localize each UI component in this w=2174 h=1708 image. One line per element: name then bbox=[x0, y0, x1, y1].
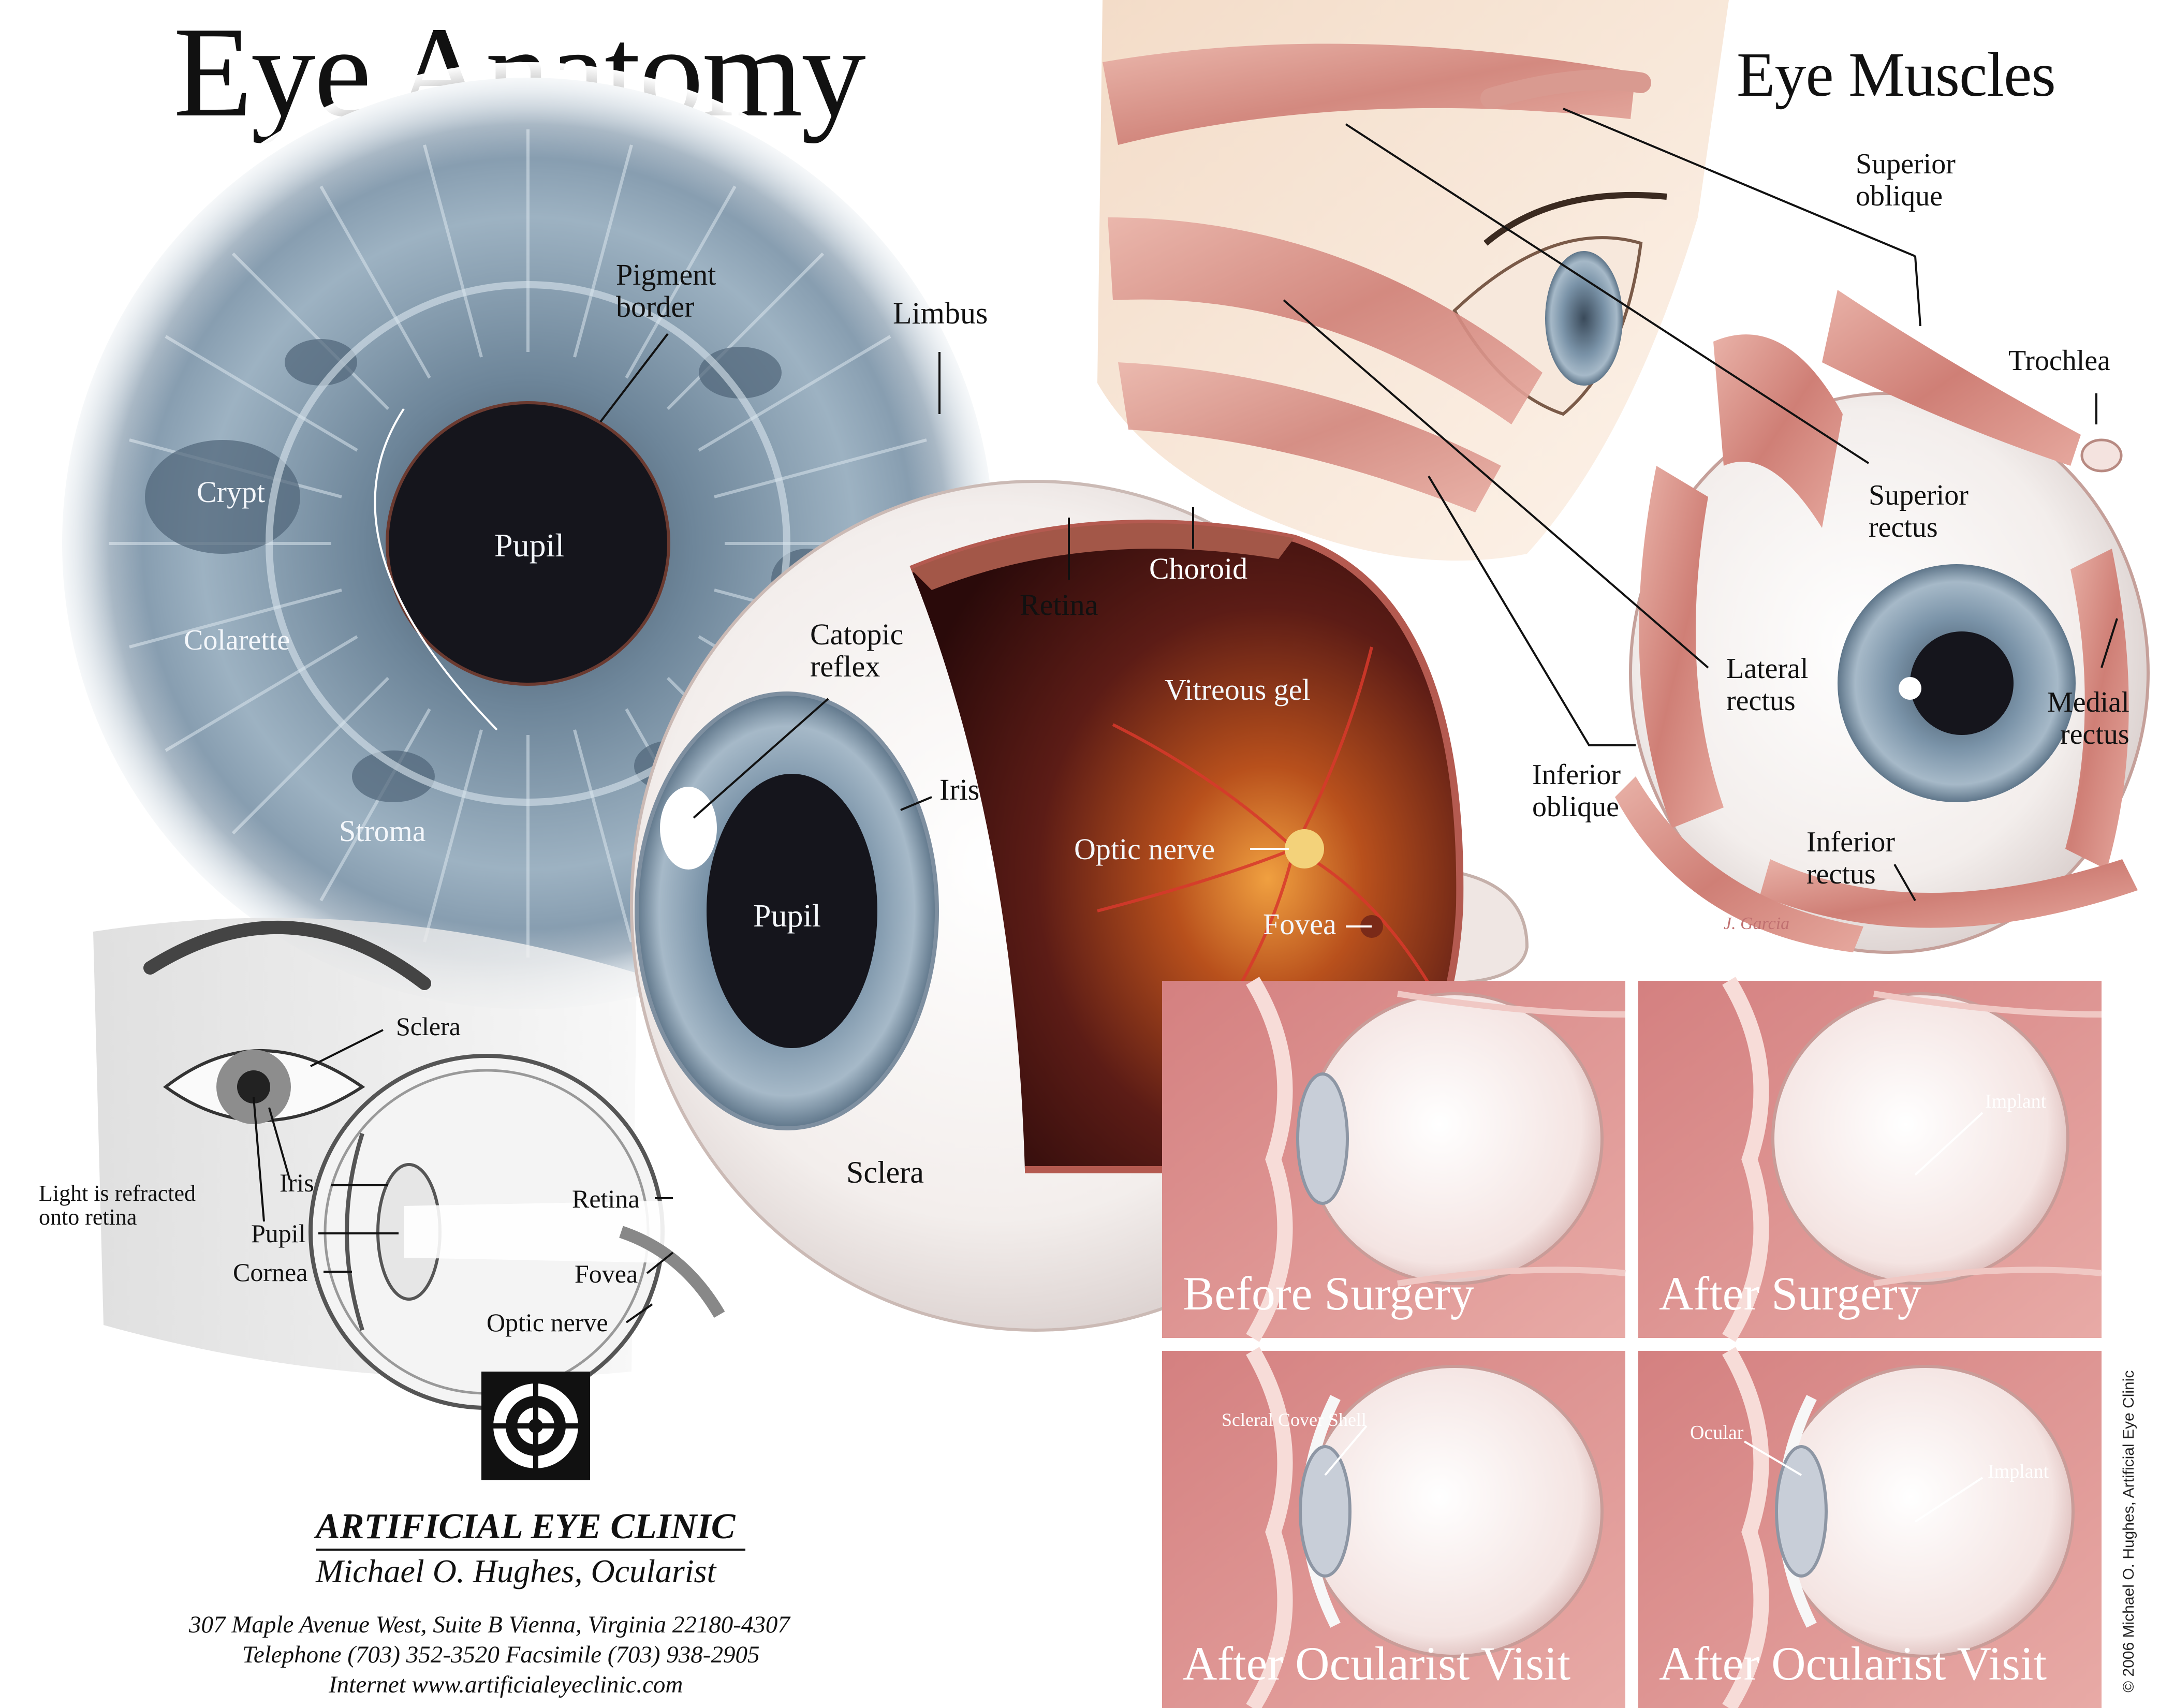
sketch-eyebrow bbox=[143, 921, 431, 990]
superior-oblique-leader-a bbox=[1563, 108, 1916, 257]
catopic-reflex-leader bbox=[693, 698, 829, 819]
sketch-sclera-leader bbox=[310, 1029, 384, 1067]
iris-pupil-label: Pupil bbox=[494, 527, 564, 564]
sketch-iris-leader-a bbox=[268, 1107, 291, 1181]
superior-oblique-tendon bbox=[1480, 69, 1651, 109]
eye-muscles-illustration: Superior oblique Trochlea Superior rectu… bbox=[1097, 0, 2150, 954]
frontal-reflex bbox=[1899, 677, 1921, 700]
panel-3-shell-label: Scleral Cover Shell bbox=[1222, 1409, 1367, 1430]
retina-flap bbox=[911, 523, 1294, 590]
cutaway-retina-label: Retina bbox=[1020, 588, 1098, 622]
panel-1-caption: Before Surgery bbox=[1183, 1267, 1474, 1320]
sketch-retina-label: Retina bbox=[572, 1184, 640, 1213]
crypt-label: Crypt bbox=[197, 475, 265, 509]
panel-2-caption: After Surgery bbox=[1659, 1267, 1921, 1320]
copyright-notice: © 2006 Michael O. Hughes, Artificial Eye… bbox=[2120, 1370, 2137, 1692]
sketch-pupil-leader-a bbox=[253, 1097, 265, 1222]
panel-4-implant-label: Implant bbox=[1988, 1461, 2049, 1482]
superior-oblique-leader-b bbox=[1914, 256, 1921, 327]
frontal-pupil bbox=[1910, 631, 2014, 735]
profile-iris bbox=[1545, 251, 1623, 386]
sketch-sclera-label: Sclera bbox=[396, 1012, 461, 1041]
colarette-leader bbox=[374, 408, 498, 731]
muscle-band-middle bbox=[1108, 217, 1543, 424]
inferior-oblique-label: Inferior oblique bbox=[1532, 759, 1628, 823]
pigment-border-leader bbox=[599, 333, 669, 423]
catopic-reflex-label: Catopic reflex bbox=[810, 617, 911, 683]
sketch-fovea-leader bbox=[646, 1251, 674, 1274]
sketch-cornea bbox=[345, 1132, 364, 1331]
inferior-oblique-leader bbox=[1428, 475, 1636, 746]
superior-oblique-label: Superior oblique bbox=[1856, 148, 1963, 212]
panel-4-caption: After Ocularist Visit bbox=[1659, 1637, 2047, 1690]
cutaway-sclera-label: Sclera bbox=[846, 1155, 924, 1189]
cutaway-pupil bbox=[707, 774, 877, 1048]
superior-oblique-muscle bbox=[1822, 290, 2081, 466]
panel-3-caption: After Ocularist Visit bbox=[1183, 1637, 1571, 1690]
medial-rectus-label: Medial rectus bbox=[2047, 686, 2137, 750]
optic-disc bbox=[1285, 829, 1324, 868]
stroma-label: Stroma bbox=[339, 814, 426, 848]
clinic-ocularist: Michael O. Hughes, Ocularist bbox=[316, 1553, 716, 1589]
panel-after-ocularist-ocular: Ocular Implant After Ocularist Visit bbox=[1638, 1347, 2102, 1708]
catopic-reflex-highlight bbox=[660, 787, 717, 870]
vitreous-gel-label: Vitreous gel bbox=[1165, 673, 1311, 706]
clinic-website: Internet www.artificialeyeclinic.com bbox=[329, 1671, 683, 1698]
muscle-band-lower bbox=[1118, 362, 1501, 512]
sketch-pupil-label: Pupil bbox=[251, 1219, 306, 1248]
muscle-band-upper bbox=[1103, 43, 1636, 145]
cutaway-fovea-label: Fovea bbox=[1263, 907, 1336, 941]
clinic-logo-icon bbox=[481, 1372, 590, 1480]
panel-2-implant-label: Implant bbox=[1985, 1091, 2047, 1112]
medial-rectus-leader bbox=[2100, 618, 2118, 668]
colarette-label: Colarette bbox=[184, 624, 290, 656]
cross-section-sketch: Sclera Iris Light is refracted onto reti… bbox=[39, 918, 725, 1410]
sketch-optic-nerve-leader bbox=[625, 1303, 653, 1323]
clinic-phone: Telephone (703) 352-3520 Facsimile (703)… bbox=[242, 1641, 760, 1668]
trochlea-label: Trochlea bbox=[2008, 345, 2110, 377]
sketch-pupil bbox=[237, 1070, 270, 1103]
light-beam bbox=[404, 1201, 668, 1263]
choroid-label: Choroid bbox=[1149, 552, 1247, 585]
panel-after-ocularist-shell: Scleral Cover Shell After Ocularist Visi… bbox=[1162, 1347, 1625, 1708]
pigment-border-label: Pigment border bbox=[616, 258, 724, 323]
inferior-rectus-muscle bbox=[1760, 859, 2138, 928]
limbus-label: Limbus bbox=[893, 296, 988, 330]
inferior-rectus-label: Inferior rectus bbox=[1806, 826, 1902, 890]
light-note-label: Light is refracted onto retina bbox=[39, 1181, 201, 1230]
trochlea-pulley bbox=[2080, 438, 2123, 473]
sketch-fovea-label: Fovea bbox=[575, 1259, 638, 1288]
lateral-rectus-muscle bbox=[1639, 466, 1724, 828]
sketch-optic-nerve-label: Optic nerve bbox=[487, 1308, 608, 1337]
panel-before-surgery: Before Surgery bbox=[1162, 977, 1626, 1342]
artist-signature: J. Garcia bbox=[1724, 914, 1789, 933]
lateral-rectus-label: Lateral rectus bbox=[1726, 653, 1816, 717]
sketch-iris-label: Iris bbox=[280, 1168, 314, 1197]
eyelashes bbox=[1483, 192, 1667, 246]
superior-rectus-label: Superior rectus bbox=[1869, 479, 1976, 543]
cutaway-iris-label: Iris bbox=[939, 773, 979, 806]
sketch-optic-nerve bbox=[619, 1226, 725, 1318]
cutaway-pupil-label: Pupil bbox=[753, 899, 821, 934]
inferior-rectus-leader bbox=[1893, 864, 1916, 901]
clinic-address: 307 Maple Avenue West, Suite B Vienna, V… bbox=[189, 1611, 790, 1638]
superior-rectus-leader bbox=[1345, 123, 1870, 464]
sketch-cornea-label: Cornea bbox=[233, 1258, 307, 1287]
inferior-oblique-muscle bbox=[1615, 776, 1863, 952]
panel-4-ocular-label: Ocular bbox=[1690, 1422, 1744, 1444]
cutaway-optic-nerve-label: Optic nerve bbox=[1074, 832, 1215, 866]
panel-after-surgery: Implant After Surgery bbox=[1638, 977, 2102, 1342]
lateral-rectus-leader bbox=[1283, 299, 1709, 669]
iris-leader bbox=[900, 796, 932, 811]
surgery-panels: Before Surgery Implant After Surgery bbox=[1162, 977, 2102, 1708]
muscles-title: Eye Muscles bbox=[1737, 40, 2056, 110]
clinic-divider bbox=[316, 1549, 745, 1551]
clinic-name: ARTIFICIAL EYE CLINIC bbox=[316, 1507, 736, 1547]
